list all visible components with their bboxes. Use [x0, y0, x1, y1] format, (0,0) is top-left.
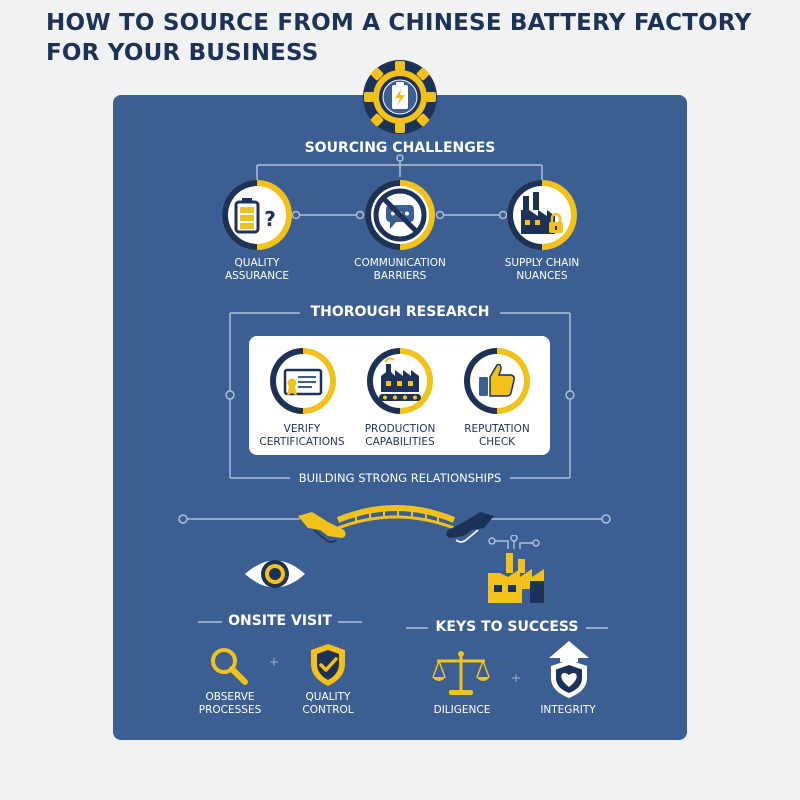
gear-battery-icon [363, 60, 437, 134]
relationships-heading: BUILDING STRONG RELATIONSHIPS [298, 471, 502, 485]
no-chat-icon [365, 180, 435, 250]
scales-icon [432, 651, 490, 695]
thumbs-up-icon [464, 348, 530, 414]
battery-question-icon: ? [222, 180, 292, 250]
challenge-label-supply-chain: SUPPLY CHAIN NUANCES [504, 257, 580, 282]
challenges-heading: SOURCING CHALLENGES [304, 140, 496, 156]
factory-conveyor-icon [367, 348, 433, 414]
research-label-certifications: VERIFY CERTIFICATIONS [259, 423, 345, 448]
onsite-label-observe: OBSERVE PROCESSES [198, 691, 262, 716]
onsite-heading: ONSITE VISIT [228, 613, 332, 629]
keys-label-integrity: INTEGRITY [540, 704, 596, 716]
research-label-reputation: REPUTATION CHECK [464, 423, 530, 448]
keys-label-diligence: DILIGENCE [433, 704, 491, 716]
handshake-bridge-icon [298, 505, 494, 543]
certificate-icon [270, 348, 336, 414]
challenge-label-communication: COMMUNICATION BARRIERS [354, 257, 446, 282]
svg-text:?: ? [264, 207, 276, 231]
factory-lock-icon [507, 180, 577, 250]
eye-icon [245, 560, 305, 588]
factory-circuit-icon [488, 535, 544, 603]
research-label-production: PRODUCTION CAPABILITIES [364, 423, 436, 448]
heart-shield-icon [549, 641, 589, 698]
magnifier-icon [211, 648, 248, 685]
keys-heading: KEYS TO SUCCESS [435, 619, 579, 635]
page-title: HOW TO SOURCE FROM A CHINESE BATTERY FAC… [46, 10, 752, 66]
onsite-label-quality-control: QUALITY CONTROL [302, 691, 354, 716]
challenge-label-quality: QUALITY ASSURANCE [224, 257, 290, 282]
research-heading: THOROUGH RESEARCH [310, 304, 490, 320]
shield-check-icon [311, 644, 345, 686]
